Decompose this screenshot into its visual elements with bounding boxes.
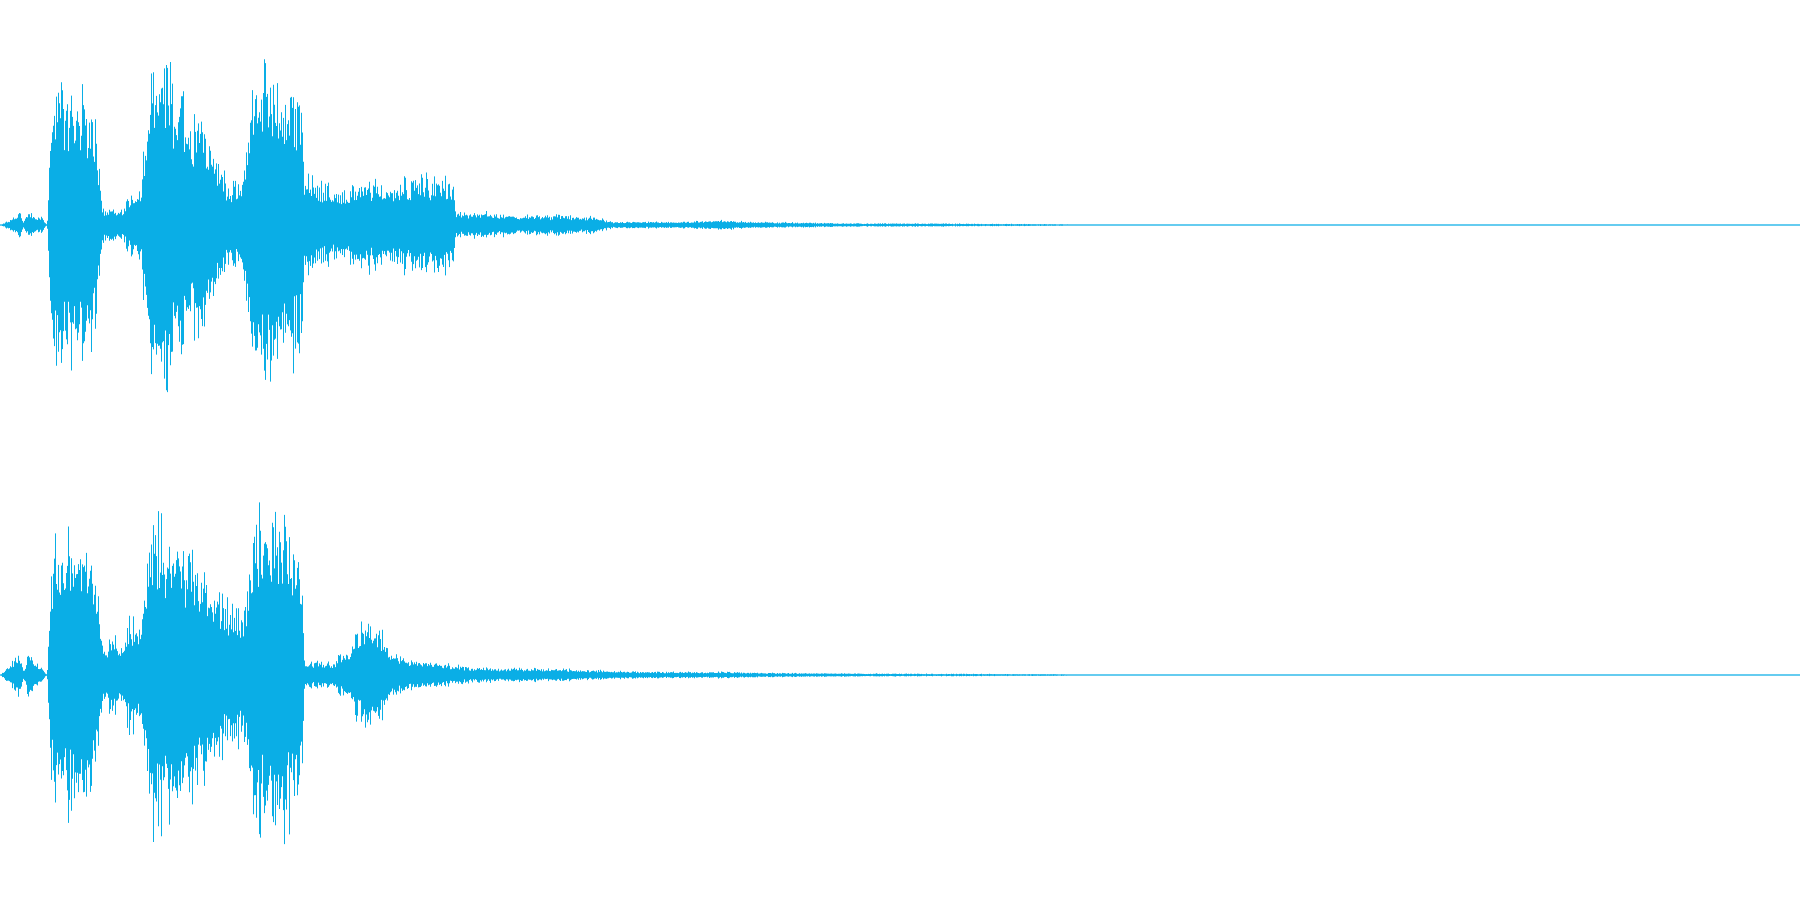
- channel-2-waveform: [0, 502, 1800, 845]
- waveform-amplitude: [1, 502, 1077, 845]
- waveform-amplitude: [1, 59, 1077, 393]
- channel-1-waveform: [0, 59, 1800, 393]
